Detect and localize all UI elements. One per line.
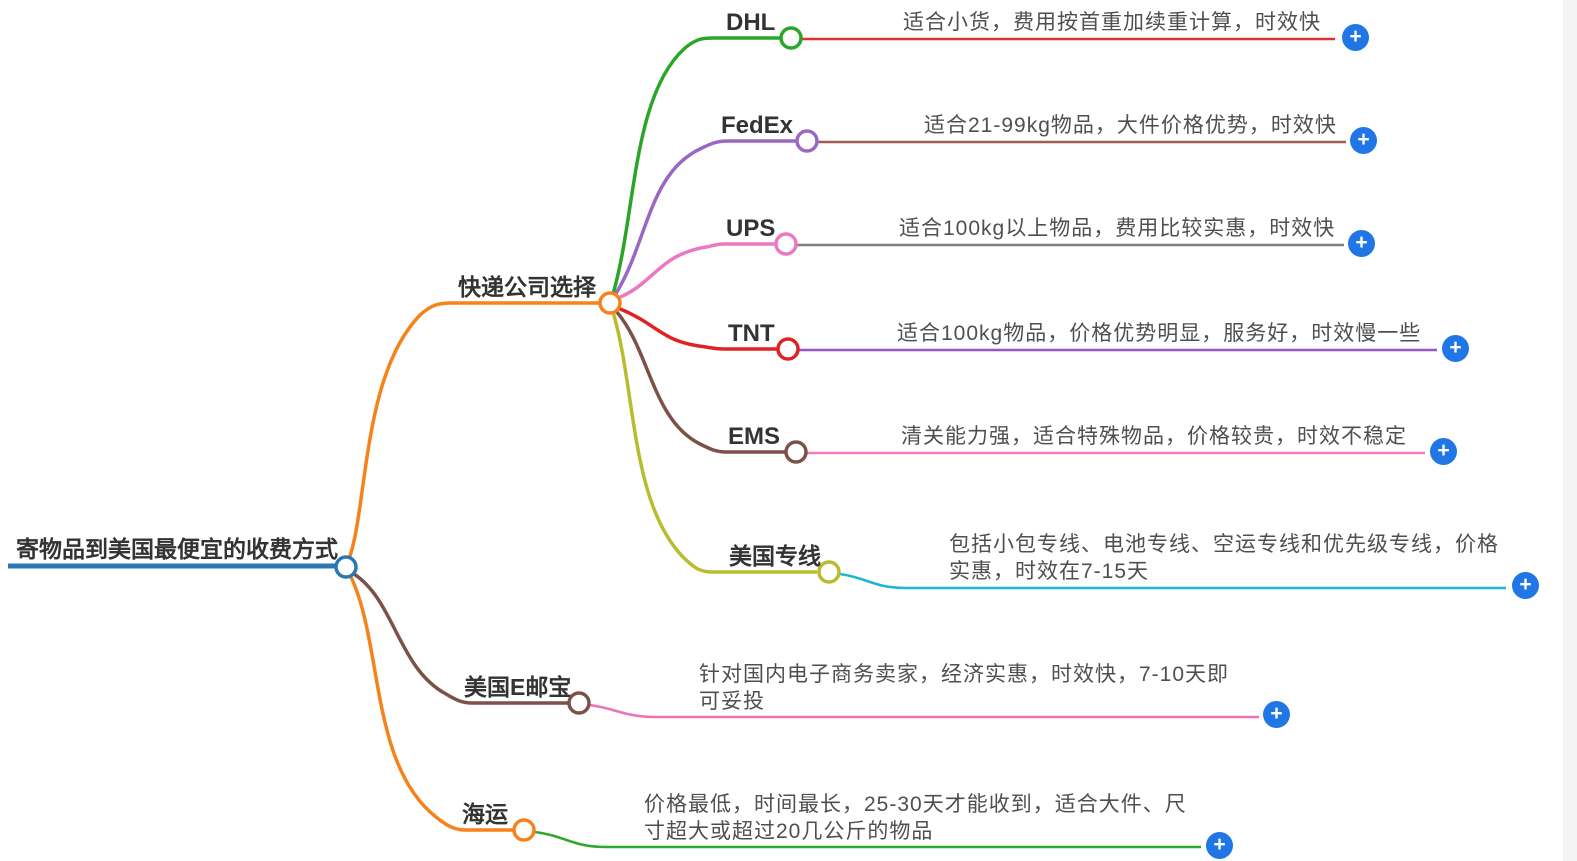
node-dhl[interactable]: DHL [726,9,776,36]
handle-epacket[interactable] [567,691,591,715]
detail-tnt[interactable]: 适合100kg物品，价格优势明显，服务好，时效慢一些 [897,322,1422,345]
node-fedex[interactable]: FedEx [721,112,794,139]
add-child-button-dhl[interactable]: + [1342,24,1369,51]
detail-us-epacket[interactable]: 针对国内电子商务卖家，经济实惠，时效快，7-10天即可妥投 [699,663,1230,713]
edge-root-to-express [347,301,600,560]
detail-fedex[interactable]: 适合21-99kg物品，大件价格优势，时效快 [924,114,1337,137]
handle-express[interactable] [598,291,622,315]
detail-us-line[interactable]: 包括小包专线、电池专线、空运专线和优先级专线，价格实惠，时效在7-15天 [949,533,1499,583]
detail-sea-freight[interactable]: 价格最低，时间最长，25-30天才能收到，适合大件、尺寸超大或超过20几公斤的物… [644,793,1187,843]
edge-express-to-us-line [611,311,817,574]
edge-express-to-dhl [611,36,780,295]
node-tnt[interactable]: TNT [728,320,775,347]
handle-root[interactable] [334,555,358,579]
detail-ups[interactable]: 适合100kg以上物品，费用比较实惠，时效快 [899,217,1336,240]
canvas-right-edge [1563,0,1577,861]
add-child-button-ems[interactable]: + [1430,438,1457,465]
edge-express-to-ems [614,309,785,454]
handle-dhl[interactable] [779,26,803,50]
detail-ems[interactable]: 清关能力强，适合特殊物品，价格较贵，时效不稳定 [901,425,1407,448]
node-sea-freight[interactable]: 海运 [462,801,508,827]
handle-tnt[interactable] [776,337,800,361]
handle-ups[interactable] [774,232,798,256]
add-child-button-epacket[interactable]: + [1263,701,1290,728]
detail-line-epacket [589,703,1259,719]
add-child-button-tnt[interactable]: + [1442,335,1469,362]
edge-root-to-epacket [353,572,568,705]
detail-line-sea [534,830,1201,849]
add-child-button-us-line[interactable]: + [1512,572,1539,599]
node-ems[interactable]: EMS [728,423,781,450]
detail-line-us-line [839,572,1506,590]
handle-sea[interactable] [512,818,536,842]
edge-root-to-sea [349,576,513,832]
add-child-button-ups[interactable]: + [1348,230,1375,257]
add-child-button-sea[interactable]: + [1206,832,1233,859]
node-us-epacket[interactable]: 美国E邮宝 [464,674,572,700]
node-us-line[interactable]: 美国专线 [729,543,821,569]
edge-express-to-tnt [617,306,777,351]
add-child-button-fedex[interactable]: + [1350,127,1377,154]
detail-dhl[interactable]: 适合小货，费用按首重加续重计算，时效快 [903,11,1321,34]
handle-fedex[interactable] [795,129,819,153]
edge-express-to-ups [617,242,775,300]
node-express-companies[interactable]: 快递公司选择 [458,274,596,300]
handle-us-line[interactable] [817,560,841,584]
node-ups[interactable]: UPS [726,215,776,242]
edge-express-to-fedex [613,139,796,296]
root-node-label[interactable]: 寄物品到美国最便宜的收费方式 [16,536,338,562]
handle-ems[interactable] [784,440,808,464]
